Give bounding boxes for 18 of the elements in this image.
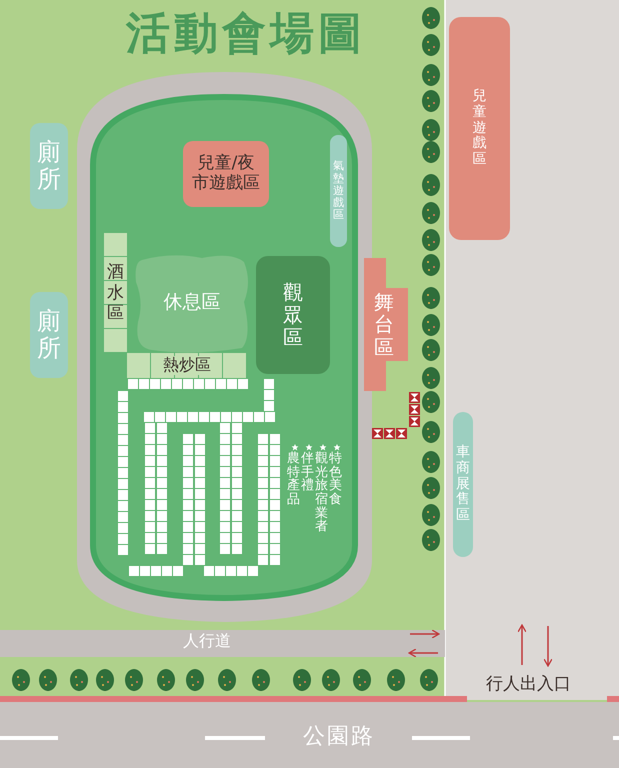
zone-box: 兒童/夜市遊戲區 bbox=[183, 141, 269, 207]
map-title: 活動會場圖 bbox=[124, 8, 367, 60]
entrance-label: 行人出入口 bbox=[486, 676, 571, 694]
toilet-box: 廁所 bbox=[30, 123, 68, 209]
zone-box: 氣墊遊戲區 bbox=[330, 135, 347, 247]
vendor-label: 伴手禮 bbox=[301, 452, 314, 493]
zone-box: 兒童遊戲區 bbox=[449, 17, 510, 240]
stir-fry-strip: 熱炒區 bbox=[127, 353, 247, 378]
stage: 舞台區 bbox=[364, 258, 408, 391]
vendor-label: 特色美食 bbox=[329, 452, 342, 507]
audience-box: 觀眾區 bbox=[256, 256, 330, 374]
sidewalk-label: 人行道 bbox=[183, 633, 231, 650]
zone-box: 車商展售區 bbox=[453, 412, 473, 557]
vendor-label: 農特產品 bbox=[287, 452, 300, 507]
vendor-label: 觀光旅宿業者 bbox=[315, 452, 328, 534]
drinks-column: 酒水區 bbox=[104, 233, 127, 353]
road-label: 公園路 bbox=[303, 725, 375, 748]
toilet-box: 廁所 bbox=[30, 292, 68, 378]
